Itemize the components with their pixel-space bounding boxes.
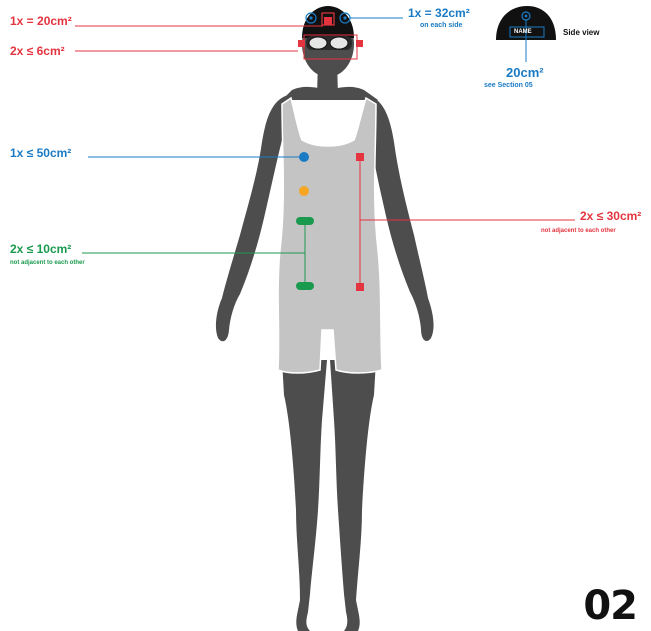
chest-logo-marker — [299, 152, 309, 162]
name-area-note: see Section 05 — [484, 82, 533, 89]
torso-note: not adjacent to each other — [10, 260, 85, 266]
cap-front-logo-marker — [324, 17, 332, 25]
cap-front-limit-label: 1x = 20cm² — [10, 15, 72, 27]
side-strip-note: not adjacent to each other — [541, 228, 616, 234]
yellow-marker — [299, 186, 309, 196]
torso-marker-upper — [296, 217, 314, 225]
cap-side-view-dot — [525, 15, 528, 18]
cap-side-dot-right — [343, 16, 346, 19]
cap-side-limit-label: 1x = 32cm² — [408, 7, 470, 19]
swimsuit — [278, 98, 382, 373]
torso-limit-label: 2x ≤ 10cm² — [10, 243, 71, 255]
side-strip-marker-bottom — [356, 283, 364, 291]
cap-side-dot-left — [309, 16, 312, 19]
goggles-limit-label: 2x ≤ 6cm² — [10, 45, 65, 57]
name-area-label: 20cm² — [506, 66, 544, 79]
side-view-label: Side view — [563, 29, 599, 37]
cap-side-note: on each side — [420, 22, 462, 29]
torso-marker-lower — [296, 282, 314, 290]
side-strip-limit-label: 2x ≤ 30cm² — [580, 210, 641, 222]
side-strip-marker-top — [356, 153, 364, 161]
page-number: 02 — [583, 583, 637, 629]
goggles — [306, 36, 352, 50]
goggle-logo-marker-right — [356, 40, 363, 47]
goggle-logo-marker-left — [298, 40, 305, 47]
name-tag-text: NAME — [514, 29, 532, 35]
chest-limit-label: 1x ≤ 50cm² — [10, 147, 71, 159]
